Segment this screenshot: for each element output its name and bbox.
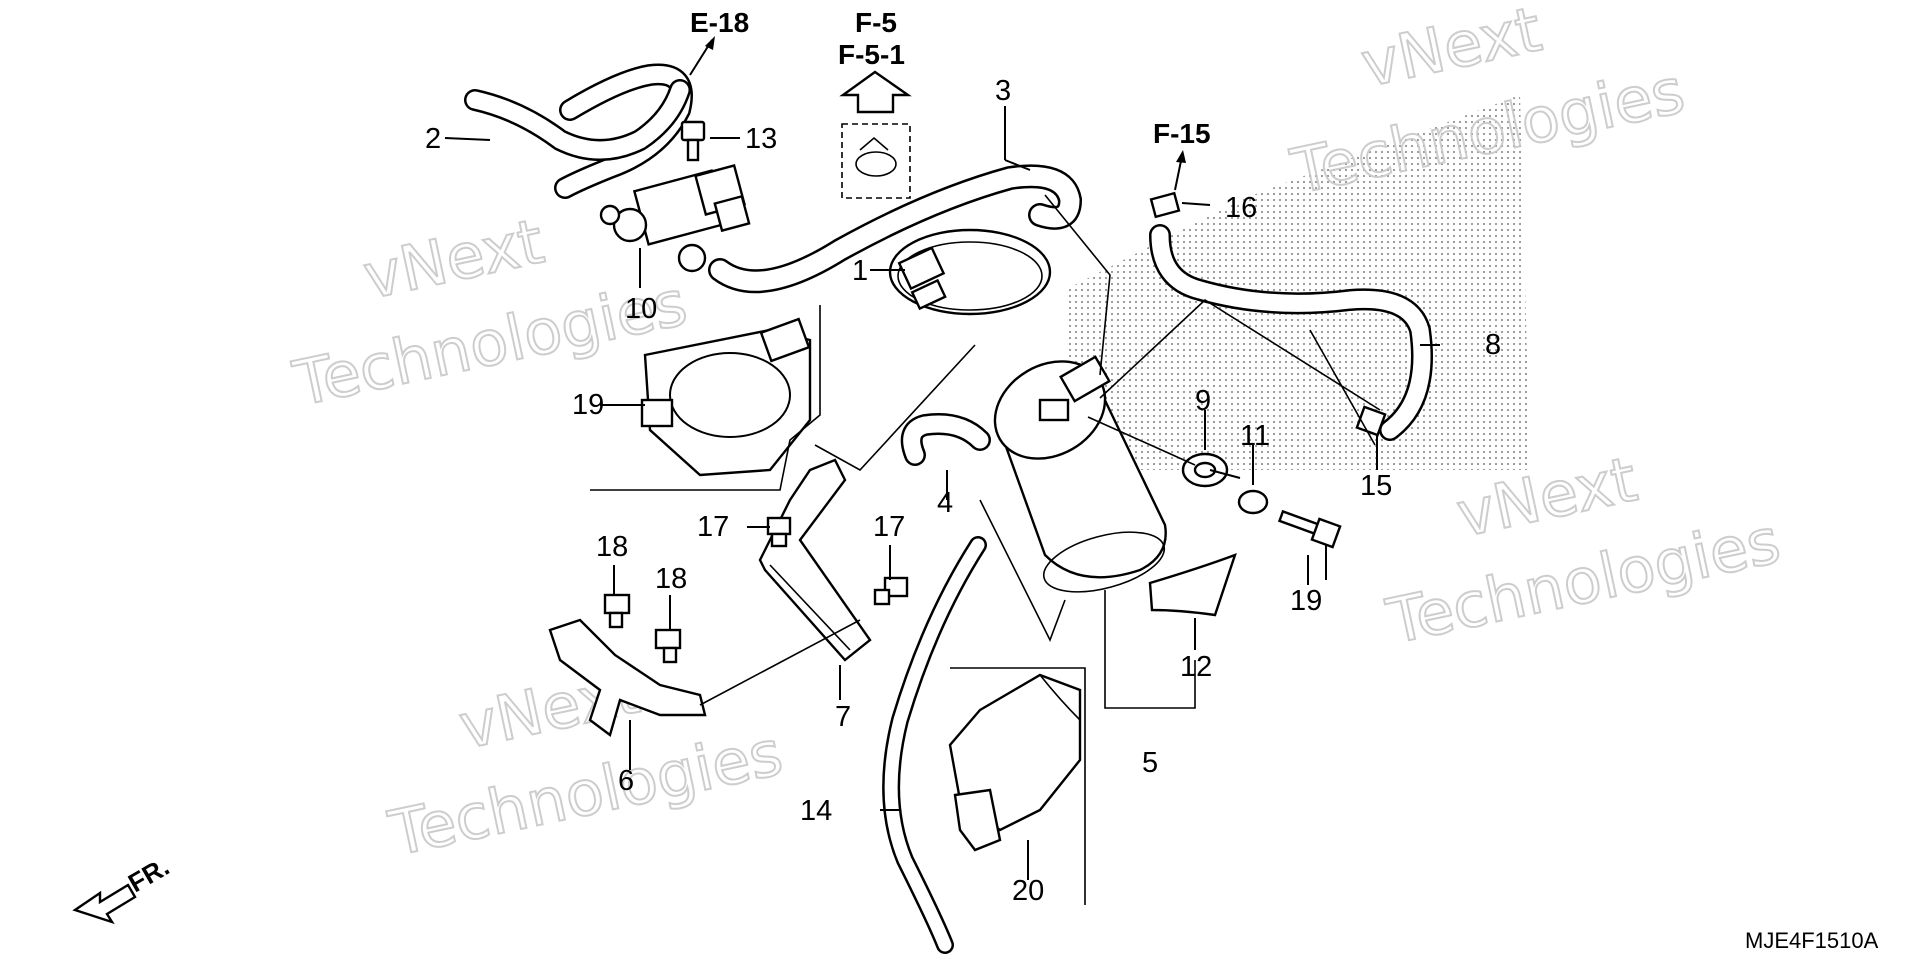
watermark-line2: Technologies [383,716,789,870]
leader-bracket-link [699,619,861,706]
callout-17-b: 17 [873,511,905,543]
callout-1: 1 [852,255,868,287]
canister-5 [993,355,1167,593]
hose-4-inner [903,415,989,464]
bolt-13 [680,120,706,162]
hose-8-inner [1151,226,1431,439]
callout-9: 9 [1195,385,1211,417]
watermark-line1: vNext [1355,0,1547,101]
cover-21-frame [950,667,1086,905]
bolt-17-b [873,576,909,606]
callout-21: 20 [1012,875,1044,907]
band-12 [1148,553,1237,617]
band-bracket-20 [640,317,812,477]
solenoid-valve-10 [599,164,751,273]
leader-bracket-canister [814,344,976,472]
callout-10: 10 [625,293,657,325]
ref-f15-arrowhead [1176,150,1186,163]
leader-hose3 [1044,194,1111,376]
bracket-6 [548,618,707,738]
ref-f5-up-arrow [839,70,912,114]
hose-2-upper-inner [466,81,689,159]
hose-3-inner [710,166,1080,291]
ref-f5-dashed-box [841,123,911,199]
callout-12: 12 [1180,651,1212,683]
leader-5-12 [1104,590,1196,709]
callout-3: 3 [995,75,1011,107]
ref-e18: E-18 [690,7,749,38]
callout-7: 7 [835,701,851,733]
grommet-9 [1181,452,1229,488]
callout-18-a: 18 [596,531,628,563]
ref-e18-arrowhead [705,36,715,50]
washer-11 [1237,489,1269,515]
callout-15: 15 [1360,470,1392,502]
callout-16: 16 [1225,192,1257,224]
bracket-20-frame [590,305,821,491]
ref-f5: F-5 [855,7,897,38]
ref-f5-1: F-5-1 [838,39,905,70]
watermark-line1: vNext [357,204,549,313]
front-arrow: FR. [72,851,174,925]
callout-5: 5 [1142,747,1158,779]
watermark-line2: Technologies [1380,504,1786,658]
leader-14-canister [979,499,1066,642]
callout-6: 6 [618,765,634,797]
callout-20: 19 [572,389,604,421]
diagram-code: MJE4F1510A [1745,928,1879,953]
band-1 [888,228,1052,316]
bolt-18-a [603,593,631,629]
callout-17-a: 17 [697,511,729,543]
leader-lines [444,106,1440,880]
callout-19: 19 [1290,585,1322,617]
clip-16 [1149,191,1181,219]
callout-2: 2 [425,123,441,155]
bolt-19 [1277,509,1342,549]
bolt-18-b [654,628,682,664]
clamp-detail [855,136,897,177]
callout-4: 4 [937,487,953,519]
ref-f15: F-15 [1153,118,1211,149]
callout-18-b: 18 [655,563,687,595]
leader-grommet-to-clip [1099,298,1381,411]
watermark-line2: Technologies [287,266,693,420]
callout-8: 8 [1485,329,1501,361]
bolt-17-a [766,516,792,548]
hose-14-inner [884,538,985,952]
callout-14: 14 [800,795,832,827]
cover-21 [948,673,1082,852]
callout-13: 13 [745,123,777,155]
callout-11: 11 [1240,420,1270,452]
